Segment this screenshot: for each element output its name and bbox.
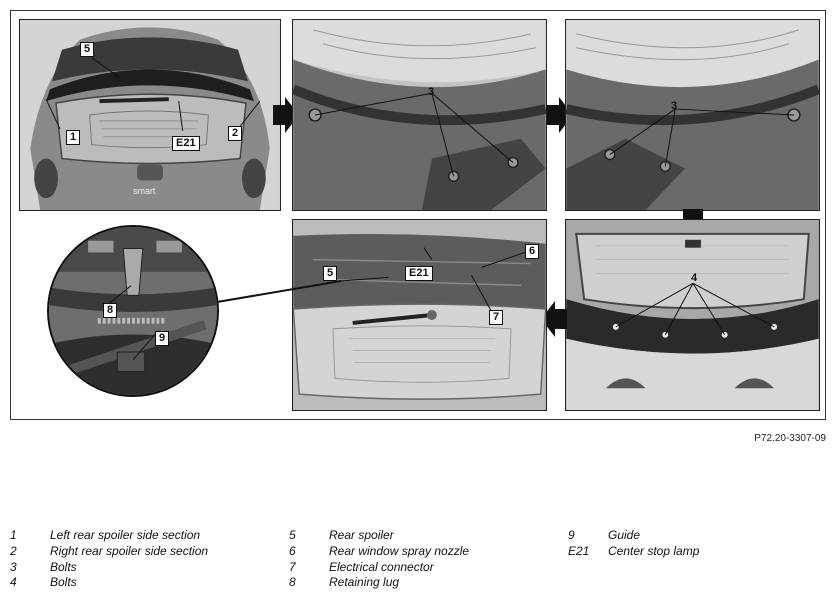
callout-retaining-lug: 8 — [103, 303, 118, 318]
spoiler-connector-illustration — [293, 220, 546, 410]
figure-code: P72.20-3307-09 — [754, 433, 826, 444]
legend-text: Left rear spoiler side section — [50, 528, 201, 542]
callout-guide: 9 — [155, 331, 170, 346]
legend-key: 8 — [289, 575, 296, 589]
callout-rear-spoiler-5: 5 — [323, 266, 338, 281]
panel-spoiler-connector: 5 E21 6 7 — [292, 219, 547, 411]
legend-key: 4 — [10, 575, 17, 589]
callout-center-stop-lamp-2: E21 — [405, 266, 433, 281]
callout-rear-spoiler: 5 — [80, 42, 95, 57]
panel-detail-circle: 8 9 — [47, 225, 219, 397]
rear-view-illustration: smart — [20, 20, 280, 210]
panel-bolts-left: 3 — [292, 19, 547, 211]
legend-text: Bolts — [50, 560, 77, 574]
panel-bolts-right: 3 — [565, 19, 820, 211]
legend-text: Electrical connector — [329, 560, 434, 574]
arrow-left-icon — [541, 301, 567, 337]
legend-key: 3 — [10, 560, 17, 574]
legend-text: Guide — [608, 528, 641, 542]
detail-circle-illustration — [49, 227, 217, 395]
arrow-right-icon — [547, 97, 573, 133]
callout-left-spoiler-side: 1 — [66, 130, 81, 145]
legend-key: 7 — [289, 560, 296, 574]
arrow-right-icon — [273, 97, 299, 133]
callout-bolts-4: 4 — [691, 272, 698, 284]
bolts-spoiler-illustration — [566, 220, 819, 410]
panel-rear-view: smart 5 1 2 E21 — [19, 19, 281, 211]
legend-key: 2 — [10, 544, 17, 558]
panel-bolts-spoiler: 4 — [565, 219, 820, 411]
legend-key: 1 — [10, 528, 17, 542]
badge-text: smart — [133, 186, 156, 196]
legend-key: 5 — [289, 528, 296, 542]
legend: 1 Left rear spoiler side section 2 Right… — [10, 528, 826, 594]
callout-center-stop-lamp: E21 — [172, 136, 200, 151]
legend-text: Right rear spoiler side section — [50, 544, 209, 558]
legend-key: 9 — [568, 528, 575, 542]
legend-text: Center stop lamp — [608, 544, 700, 558]
callout-bolts-3-right: 3 — [671, 100, 678, 112]
callout-bolts-3-left: 3 — [428, 86, 435, 98]
legend-text: Rear window spray nozzle — [329, 544, 470, 558]
legend-key: E21 — [568, 544, 590, 558]
legend-text: Bolts — [50, 575, 77, 589]
callout-electrical-connector: 7 — [489, 310, 504, 325]
bolts-left-illustration — [293, 20, 546, 210]
legend-text: Rear spoiler — [329, 528, 394, 542]
callout-right-spoiler-side: 2 — [228, 126, 243, 141]
legend-key: 6 — [289, 544, 296, 558]
legend-text: Retaining lug — [329, 575, 400, 589]
bolts-right-illustration — [566, 20, 819, 210]
callout-spray-nozzle: 6 — [525, 244, 540, 259]
figure-frame: smart 5 1 2 E21 — [10, 10, 826, 420]
detail-leader-line — [211, 280, 341, 304]
